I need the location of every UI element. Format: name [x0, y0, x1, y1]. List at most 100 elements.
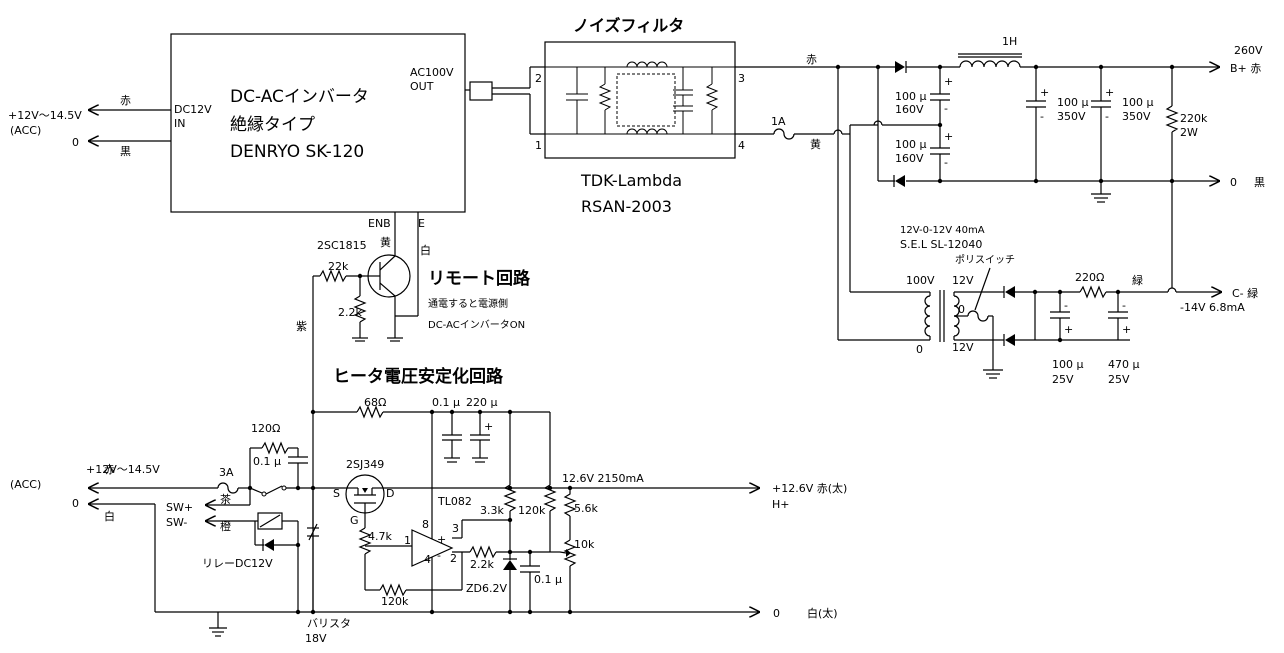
- svg-text:+: +: [484, 420, 493, 433]
- hv-c1-value: 100 μ: [895, 90, 927, 103]
- hv-c3-voltage: 350V: [1057, 110, 1086, 123]
- fuse-1a-label: 1A: [771, 115, 786, 128]
- svg-text:-: -: [437, 549, 441, 562]
- heater-out-v: +12.6V 赤(太): [772, 482, 847, 495]
- heater-op: TL082: [437, 495, 472, 508]
- bias-supply: 12V-0-12V 40mA S.E.L SL-12040 ポリスイッチ 100…: [838, 181, 1258, 386]
- top-input-red: 赤: [120, 94, 131, 107]
- tr-model: S.E.L SL-12040: [900, 238, 982, 251]
- svg-text:-: -: [944, 156, 948, 169]
- inverter-ac-out-label-2: OUT: [410, 80, 434, 93]
- heater-c01c: 0.1 μ: [534, 573, 562, 586]
- svg-text:-: -: [1122, 299, 1126, 312]
- svg-text:-: -: [1040, 110, 1044, 123]
- heater-c01: 0.1 μ: [432, 396, 460, 409]
- top-input-voltage: +12V～14.5V: [8, 109, 82, 122]
- svg-text:+: +: [944, 75, 953, 88]
- heater-r120: 120Ω: [251, 422, 280, 435]
- in-red: 赤: [104, 463, 115, 476]
- heater-white-thick: 白(太): [807, 606, 838, 620]
- heater-out-h: H+: [772, 498, 790, 511]
- in-zero: 0: [72, 497, 79, 510]
- hv-black-label: 黒: [1254, 176, 1265, 189]
- tr-spec: 12V-0-12V 40mA: [900, 225, 985, 236]
- in-voltage: +12V～14.5V: [86, 463, 160, 476]
- tr-c-out-label: C- 緑: [1232, 286, 1258, 300]
- tr-sec-12v-a: 12V: [952, 274, 974, 287]
- heater-c01b: 0.1 μ: [253, 455, 281, 468]
- nf-pin-3: 3: [738, 72, 745, 85]
- nf-pin-4: 4: [738, 139, 745, 152]
- tr-c2-value: 470 μ: [1108, 358, 1140, 371]
- heater-c220: 220 μ: [466, 396, 498, 409]
- in-tea: 茶: [220, 493, 231, 506]
- inverter-enb-label: ENB: [368, 217, 391, 230]
- tr-c2-voltage: 25V: [1108, 373, 1130, 386]
- heater-fet-g: G: [350, 514, 359, 527]
- hv-c4-value: 100 μ: [1122, 96, 1154, 109]
- noise-filter: ノイズフィルタ TDK-Lambda RSAN-2003 2 1 3 4: [535, 16, 745, 216]
- remote-note-2: DC-ACインバータON: [428, 319, 525, 331]
- hv-c3-value: 100 μ: [1057, 96, 1089, 109]
- remote-note-1: 通電すると電源側: [428, 297, 508, 310]
- in-varistor: バリスタ: [307, 617, 351, 630]
- tr-green-label: 緑: [1132, 273, 1143, 287]
- heater-circuit: ヒータ電圧安定化回路 68Ω 0.1 μ 220 μ +: [10, 366, 847, 645]
- nf-pin-1: 1: [535, 139, 542, 152]
- tr-c1-value: 100 μ: [1052, 358, 1084, 371]
- in-varistor-v: 18V: [305, 632, 327, 645]
- heater-title: ヒータ電圧安定化回路: [333, 366, 504, 387]
- heater-zd: ZD6.2V: [466, 582, 507, 595]
- remote-circuit: 2SC1815 黄 白 22k 2.2k リモート回路 通電すると電源側 DC-…: [296, 212, 531, 612]
- tr-sec-12v-b: 12V: [952, 341, 974, 354]
- hv-c2-voltage: 160V: [895, 152, 924, 165]
- heater-r22: 2.2k: [470, 558, 494, 571]
- hv-out-voltage: 260V: [1234, 44, 1263, 57]
- tr-primary-0: 0: [916, 343, 923, 356]
- remote-yellow: 黄: [380, 235, 391, 249]
- hv-zero-label: 0: [1230, 176, 1237, 189]
- inverter-e-label: E: [418, 217, 425, 230]
- top-input-black: 黒: [120, 145, 131, 158]
- inverter-title-2: 絶縁タイプ: [230, 115, 315, 135]
- hv-c1-voltage: 160V: [895, 103, 924, 116]
- noise-filter-model: RSAN-2003: [581, 197, 672, 216]
- remote-transistor: 2SC1815: [317, 239, 367, 252]
- op-pin-3: 3: [452, 522, 459, 535]
- svg-text:-: -: [1105, 110, 1109, 123]
- heater-r120k2: 120k: [381, 595, 409, 608]
- tr-primary-100v: 100V: [906, 274, 935, 287]
- in-acc: (ACC): [10, 478, 41, 491]
- svg-text:+: +: [1122, 323, 1131, 336]
- inverter-title-3: DENRYO SK-120: [230, 142, 364, 162]
- ac-plug: [465, 66, 545, 135]
- inverter-title-1: DC-ACインバータ: [230, 87, 369, 107]
- noise-filter-maker: TDK-Lambda: [580, 171, 682, 190]
- tr-c1-voltage: 25V: [1052, 373, 1074, 386]
- remote-title: リモート回路: [428, 268, 531, 289]
- hv-yellow-label: 黄: [810, 137, 821, 151]
- svg-text:+: +: [944, 130, 953, 143]
- svg-text:+: +: [1064, 323, 1073, 336]
- svg-text:+: +: [1105, 86, 1114, 99]
- dc-ac-inverter: DC-ACインバータ 絶縁タイプ DENRYO SK-120 DC12V IN …: [170, 33, 466, 230]
- tr-c-out-voltage: -14V 6.8mA: [1180, 301, 1245, 314]
- op-pin-8: 8: [422, 518, 429, 531]
- in-sw-minus: SW-: [166, 516, 187, 529]
- svg-text:-: -: [944, 102, 948, 115]
- heater-out-spec: 12.6V 2150mA: [562, 472, 644, 485]
- heater-zero: 0: [773, 607, 780, 620]
- heater-r56: 5.6k: [574, 502, 598, 515]
- op-pin-2: 2: [450, 552, 457, 565]
- in-orange: 橙: [220, 519, 231, 533]
- hv-red-label: 赤: [806, 53, 817, 66]
- top-input-acc: (ACC): [10, 124, 41, 137]
- hv-choke-label: 1H: [1002, 35, 1017, 48]
- heater-fet-s: S: [333, 487, 340, 500]
- hv-r-value: 220k: [1180, 112, 1208, 125]
- op-pin-4: 4: [424, 553, 431, 566]
- top-input: +12V～14.5V (ACC) 0 赤 黒: [8, 94, 171, 158]
- noise-filter-title: ノイズフィルタ: [573, 16, 684, 35]
- in-fuse: 3A: [219, 466, 234, 479]
